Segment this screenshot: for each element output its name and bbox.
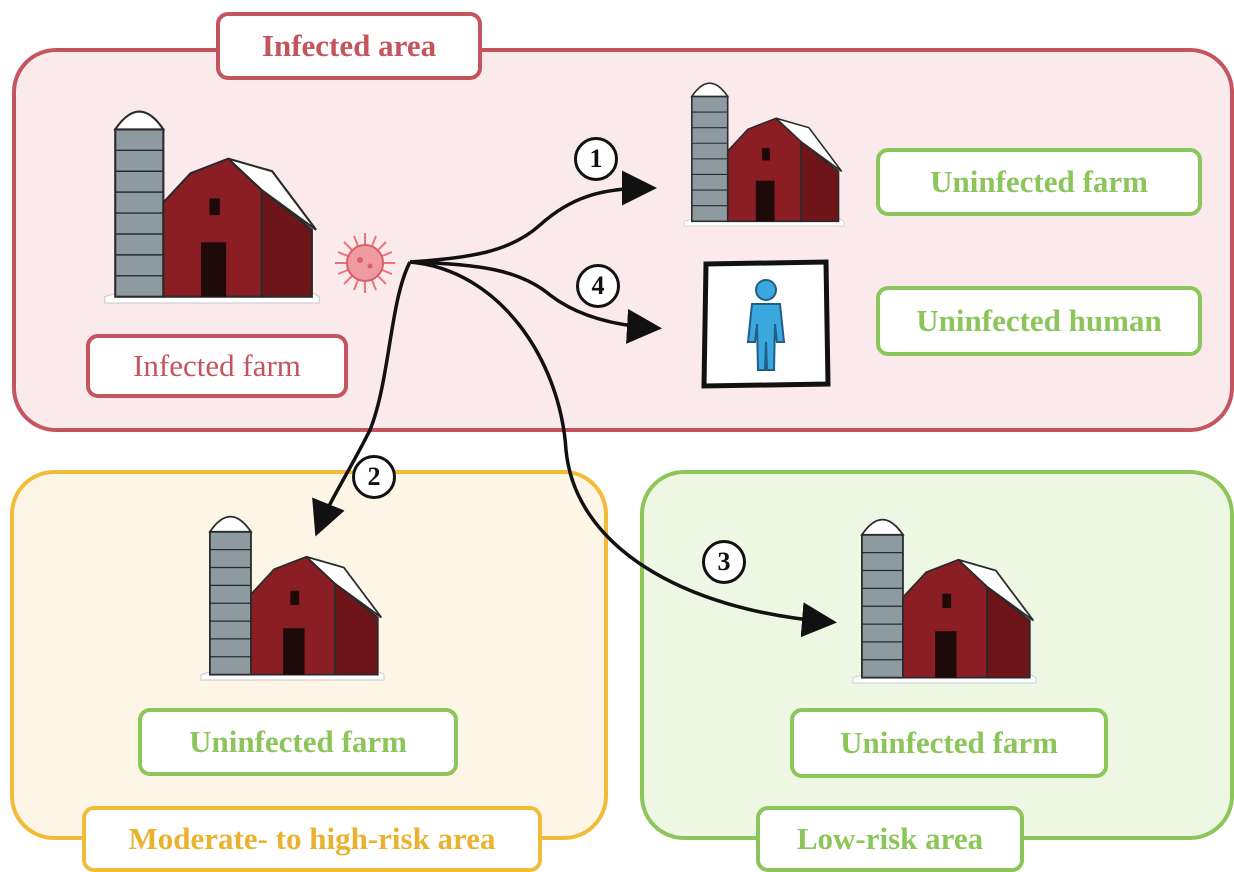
route-4-arrow xyxy=(409,260,662,344)
infected-farm-label: Infected farm xyxy=(86,334,348,398)
route-3-number: 3 xyxy=(717,547,731,576)
uninfected-farm-label-1-text: Uninfected farm xyxy=(930,164,1148,199)
uninfected-farm-label-2: Uninfected farm xyxy=(138,708,458,776)
uninfected-farm-label-2-text: Uninfected farm xyxy=(189,724,407,759)
route-3-marker: 3 xyxy=(702,540,746,584)
low-risk-area-title-text: Low-risk area xyxy=(796,821,984,856)
route-2-arrow xyxy=(312,261,412,537)
infected-area-title-text: Infected area xyxy=(261,28,437,63)
moderate-area-title: Moderate- to high-risk area xyxy=(82,806,542,872)
infected-area-title: Infected area xyxy=(216,12,482,80)
low-risk-area-title: Low-risk area xyxy=(756,806,1024,872)
route-2-marker: 2 xyxy=(352,455,396,499)
route-4-number: 4 xyxy=(591,271,605,300)
infected-farm-label-text: Infected farm xyxy=(133,348,301,383)
route-1-marker: 1 xyxy=(574,137,618,181)
human-icon xyxy=(701,259,831,389)
uninfected-human-label: Uninfected human xyxy=(876,286,1202,356)
route-2-number: 2 xyxy=(367,462,381,491)
route-3-arrow xyxy=(409,260,837,638)
uninfected-farm-label-3-text: Uninfected farm xyxy=(840,725,1058,760)
route-1-number: 1 xyxy=(589,144,603,173)
route-1-arrow xyxy=(409,170,657,264)
uninfected-farm-label-1: Uninfected farm xyxy=(876,148,1202,216)
route-4-marker: 4 xyxy=(576,264,620,308)
virus-icon xyxy=(335,233,395,293)
uninfected-human-label-text: Uninfected human xyxy=(916,303,1162,338)
moderate-area-title-text: Moderate- to high-risk area xyxy=(128,821,496,856)
uninfected-farm-label-3: Uninfected farm xyxy=(790,708,1108,778)
